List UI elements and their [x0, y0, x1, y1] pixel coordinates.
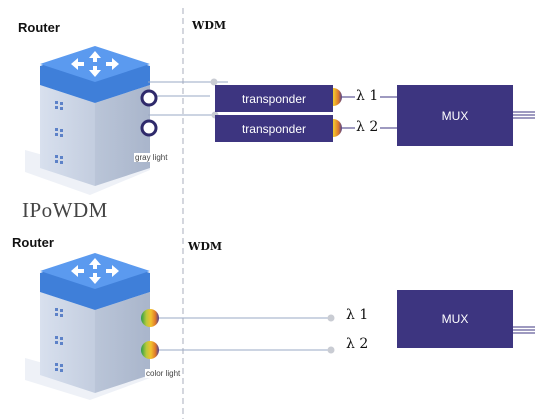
lambda-label-bottom-1: λ 1: [346, 307, 369, 323]
transponder-label-2: transponder: [241, 121, 307, 136]
mux-box-bottom: MUX: [397, 290, 513, 348]
router-label-bottom: Router: [12, 235, 54, 250]
link-endpoint-top-1: [210, 78, 218, 86]
link-endpoint-bottom-2: [327, 346, 335, 354]
mux-box-top: MUX: [397, 85, 513, 146]
transponder-box-2: transponder: [215, 115, 333, 142]
mux-output-top: [513, 111, 535, 119]
wdm-label-top: WDM: [192, 19, 227, 32]
wdm-label-bottom: WDM: [188, 240, 223, 253]
gray-port-2: [140, 119, 158, 137]
router-icon-bottom: [25, 253, 150, 400]
link-endpoint-bottom-1: [327, 314, 335, 322]
ipowdm-caption: IPoWDM: [22, 198, 108, 222]
color-port-bottom-2: [141, 341, 159, 359]
color-light-tag: color light: [145, 369, 182, 378]
gray-port-1: [140, 89, 158, 107]
router-icon-top: [25, 46, 150, 195]
lambda-label-top-2: λ 2: [356, 119, 379, 135]
transponder-box-1: transponder: [215, 85, 333, 112]
mux-label-top: MUX: [441, 108, 469, 123]
transponder-label-1: transponder: [241, 91, 307, 106]
lambda-label-top-1: λ 1: [356, 88, 379, 104]
gray-light-tag: gray light: [134, 153, 169, 162]
mux-label-bottom: MUX: [441, 312, 469, 326]
mux-output-bottom: [513, 326, 535, 334]
color-port-bottom-1: [141, 309, 159, 327]
router-label-top: Router: [18, 20, 60, 35]
lambda-label-bottom-2: λ 2: [346, 336, 369, 352]
